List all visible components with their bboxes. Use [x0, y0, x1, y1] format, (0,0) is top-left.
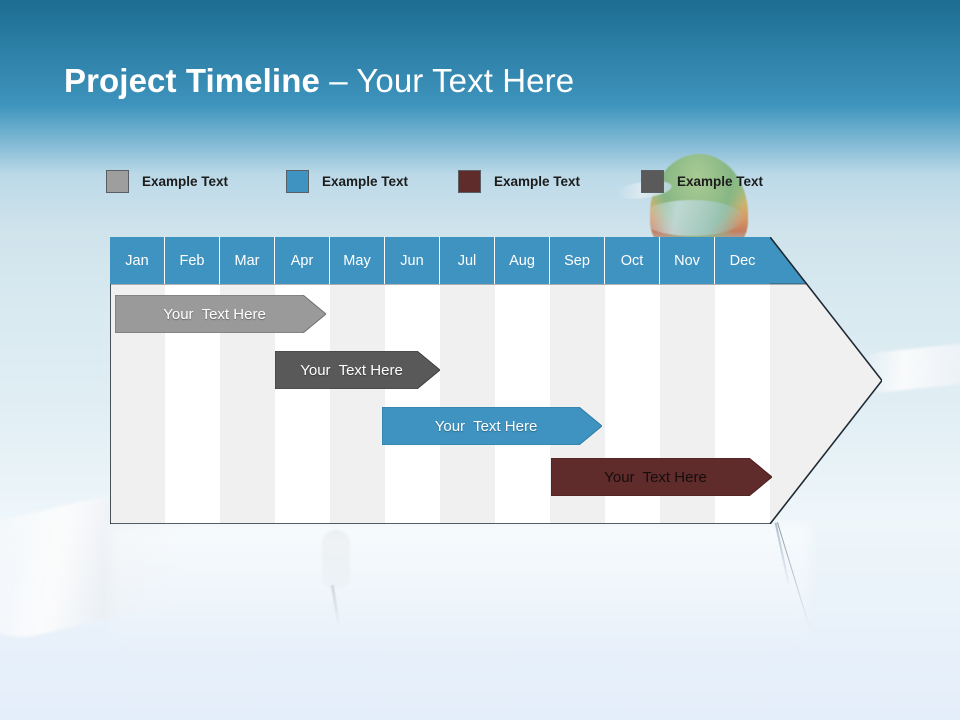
month-header-cell-apr[interactable]: Apr	[275, 237, 330, 284]
title-light: – Your Text Here	[319, 62, 575, 99]
month-header-cell-dec[interactable]: Dec	[715, 237, 770, 284]
month-header-cell-feb[interactable]: Feb	[165, 237, 220, 284]
task-bar-shape	[382, 407, 602, 445]
legend-item-label: Example Text	[142, 173, 229, 189]
month-header-cell-sep[interactable]: Sep	[550, 237, 605, 284]
month-header-cell-nov[interactable]: Nov	[660, 237, 715, 284]
legend-item-2[interactable]: Example Text	[286, 166, 408, 196]
task-bar-label: Your Text Here	[300, 361, 403, 379]
month-header-cell-oct[interactable]: Oct	[605, 237, 660, 284]
legend-item-1[interactable]: Example Text	[106, 166, 228, 196]
legend-item-label: Example Text	[322, 173, 409, 189]
task-bar-shape	[551, 458, 772, 496]
task-bar-label: Your Text Here	[434, 417, 538, 435]
background-haze	[110, 524, 810, 654]
legend-swatch-icon	[286, 169, 309, 193]
legend: Example Text Example Text Example Text Exam…	[106, 166, 826, 196]
month-header-cell-jun[interactable]: Jun	[385, 237, 440, 284]
task-bar-3[interactable]: Your Text Here	[382, 407, 602, 445]
legend-item-label: Example Text	[677, 173, 764, 189]
month-header-cell-jul[interactable]: Jul	[440, 237, 495, 284]
page-title: Project Timeline – Your Text Here	[64, 60, 574, 102]
task-bar-label: Your Text Here	[163, 305, 266, 323]
month-header-cell-aug[interactable]: Aug	[495, 237, 550, 284]
task-bar-1[interactable]: Your Text Here	[115, 295, 326, 333]
legend-item-3[interactable]: Example Text	[458, 166, 580, 196]
legend-item-4[interactable]: Example Text	[641, 166, 763, 196]
title-strong: Project Timeline	[64, 62, 320, 99]
month-header-cell-jan[interactable]: Jan	[110, 237, 165, 284]
task-bar-shape	[115, 295, 326, 333]
task-bar-label: Your Text Here	[604, 468, 707, 486]
month-header-cell-may[interactable]: May	[330, 237, 385, 284]
legend-swatch-icon	[641, 169, 664, 193]
task-bar-2[interactable]: Your Text Here	[275, 351, 440, 389]
month-header-cell-mar[interactable]: Mar	[220, 237, 275, 284]
bird-wing	[640, 200, 744, 236]
task-bar-shape	[275, 351, 440, 389]
task-bar-4[interactable]: Your Text Here	[551, 458, 772, 496]
legend-swatch-icon	[458, 169, 481, 193]
legend-item-label: Example Text	[494, 173, 581, 189]
legend-swatch-icon	[106, 169, 129, 193]
